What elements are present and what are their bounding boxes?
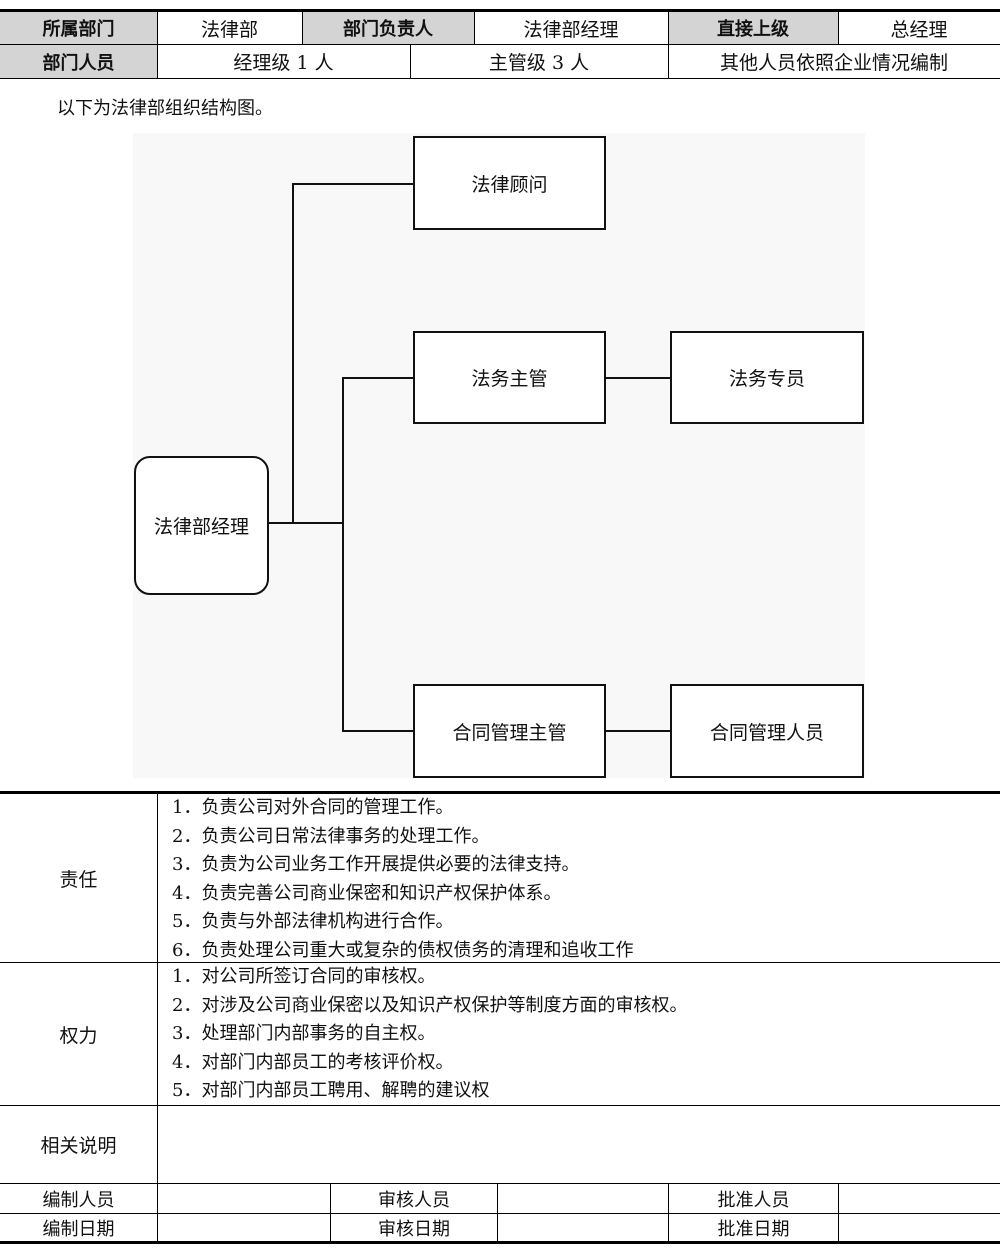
node-legal-specialist: 法务专员 <box>670 331 864 424</box>
table-divider <box>0 1183 1000 1184</box>
table-divider <box>0 1105 1000 1106</box>
connector-to-contract-staff <box>605 730 670 732</box>
node-legal-manager: 法律部经理 <box>134 456 269 595</box>
list-item: 5．对部门内部员工聘用、解聘的建议权 <box>172 1080 490 1102</box>
list-item: 2．负责公司日常法律事务的处理工作。 <box>172 825 490 847</box>
list-item: 4．对部门内部员工的考核评价权。 <box>172 1051 454 1073</box>
connector-to-advisor <box>292 183 413 185</box>
list-item: 4．负责完善公司商业保密和知识产权保护体系。 <box>172 882 562 904</box>
approver-label: 批准人员 <box>717 1189 790 1211</box>
table-divider <box>0 44 1000 45</box>
connector-root <box>268 522 344 524</box>
node-contract-staff: 合同管理人员 <box>670 684 864 778</box>
compiler-label: 编制人员 <box>42 1189 115 1211</box>
table-divider <box>157 12 158 78</box>
superior-label: 直接上级 <box>668 12 838 44</box>
notes-value <box>158 1106 1000 1183</box>
list-item: 2．对涉及公司商业保密以及知识产权保护等制度方面的审核权。 <box>172 994 688 1016</box>
table-divider <box>0 962 1000 963</box>
node-legal-supervisor: 法务主管 <box>413 331 606 424</box>
dept-value: 法律部 <box>200 18 258 41</box>
connector-vertical-upper <box>292 183 294 523</box>
node-contract-supervisor: 合同管理主管 <box>413 684 606 778</box>
connector-to-legal-specialist <box>605 377 670 379</box>
compile-date-label: 编制日期 <box>42 1218 115 1240</box>
powers-label: 权力 <box>59 1024 98 1047</box>
table-border-top <box>0 9 1000 12</box>
dept-label: 所属部门 <box>0 12 157 44</box>
table-divider <box>330 1183 331 1242</box>
others-count: 其他人员依照企业情况编制 <box>719 52 948 74</box>
list-item: 3．处理部门内部事务的自主权。 <box>172 1023 436 1045</box>
table-divider <box>302 12 303 45</box>
superior-value: 总经理 <box>890 18 948 41</box>
head-value: 法律部经理 <box>523 18 619 41</box>
list-item: 1．对公司所签订合同的审核权。 <box>172 966 436 987</box>
list-item: 6．负责处理公司重大或复杂的债权债务的清理和追收工作 <box>172 939 634 961</box>
table-divider <box>157 794 158 1242</box>
list-item: 5．负责与外部法律机构进行合作。 <box>172 911 454 933</box>
table-divider <box>0 78 1000 79</box>
manager-count: 经理级 1 人 <box>233 52 334 74</box>
table-divider <box>668 1183 669 1242</box>
table-divider <box>410 45 411 78</box>
table-border-top <box>0 791 1000 794</box>
table-divider <box>0 1213 1000 1214</box>
review-date-label: 审核日期 <box>378 1218 450 1240</box>
supervisor-count: 主管级 3 人 <box>488 52 590 74</box>
head-label: 部门负责人 <box>302 12 474 44</box>
table-divider <box>838 12 839 45</box>
table-divider <box>497 1183 498 1242</box>
connector-vertical-lower <box>342 377 344 731</box>
chart-background <box>133 133 865 778</box>
node-legal-advisor: 法律顾问 <box>413 136 606 230</box>
responsibilities-list: 1．负责公司对外合同的管理工作。 2．负责公司日常法律事务的处理工作。 3．负责… <box>172 794 633 966</box>
connector-to-contract-supervisor <box>342 730 413 732</box>
list-item: 1．负责公司对外合同的管理工作。 <box>172 797 454 818</box>
table-divider <box>474 12 475 45</box>
approve-date-label: 批准日期 <box>717 1218 790 1240</box>
connector-to-legal-supervisor <box>342 377 413 379</box>
staff-label: 部门人员 <box>0 45 157 78</box>
reviewer-label: 审核人员 <box>378 1189 450 1211</box>
powers-list: 1．对公司所签订合同的审核权。 2．对涉及公司商业保密以及知识产权保护等制度方面… <box>172 963 687 1106</box>
responsibilities-label: 责任 <box>59 868 98 891</box>
notes-label: 相关说明 <box>40 1135 117 1157</box>
table-divider <box>668 12 669 78</box>
intro-text: 以下为法律部组织结构图。 <box>57 98 273 119</box>
list-item: 3．负责为公司业务工作开展提供必要的法律支持。 <box>172 854 580 876</box>
table-divider <box>838 1183 839 1242</box>
table-border-bottom <box>0 1241 1000 1244</box>
